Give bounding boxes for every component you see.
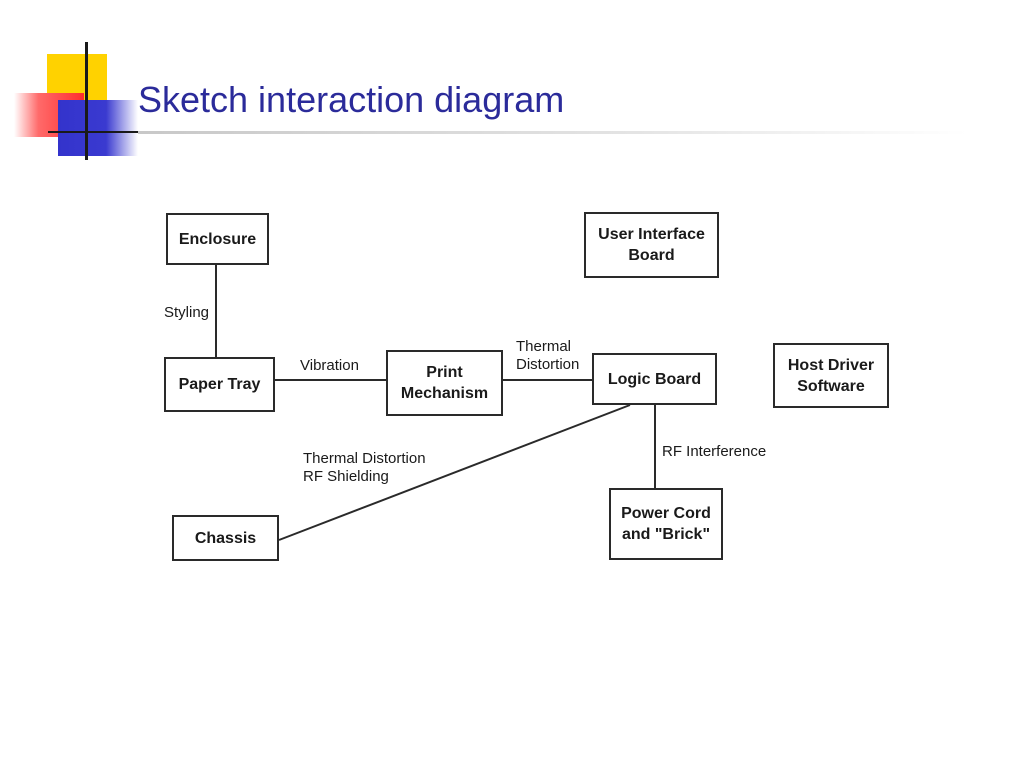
node-paper-tray: Paper Tray bbox=[164, 357, 275, 412]
decor-blue-bar bbox=[58, 100, 138, 156]
node-print-mechanism: Print Mechanism bbox=[386, 350, 503, 416]
node-logic-board: Logic Board bbox=[592, 353, 717, 405]
edge-label-vibration: Vibration bbox=[300, 357, 359, 374]
slide-title: Sketch interaction diagram bbox=[138, 79, 565, 120]
edge-label-thermal-distortion: Thermal Distortion bbox=[516, 338, 580, 373]
edge-label-thermal-rf-shielding: Thermal Distortion RF Shielding bbox=[303, 450, 426, 485]
node-enclosure: Enclosure bbox=[166, 213, 269, 265]
node-host-driver-software: Host Driver Software bbox=[773, 343, 889, 408]
decor-vertical-line bbox=[85, 42, 88, 160]
edge-label-styling: Styling bbox=[164, 304, 210, 321]
node-power-cord: Power Cord and "Brick" bbox=[609, 488, 723, 560]
link-logicboard-chassis bbox=[278, 404, 631, 541]
title-underline bbox=[138, 131, 968, 134]
edge-label-rf-interference: RF Interference bbox=[662, 443, 767, 460]
node-user-interface-board: User Interface Board bbox=[584, 212, 719, 278]
decor-horizontal-line bbox=[48, 131, 140, 133]
node-chassis: Chassis bbox=[172, 515, 279, 561]
